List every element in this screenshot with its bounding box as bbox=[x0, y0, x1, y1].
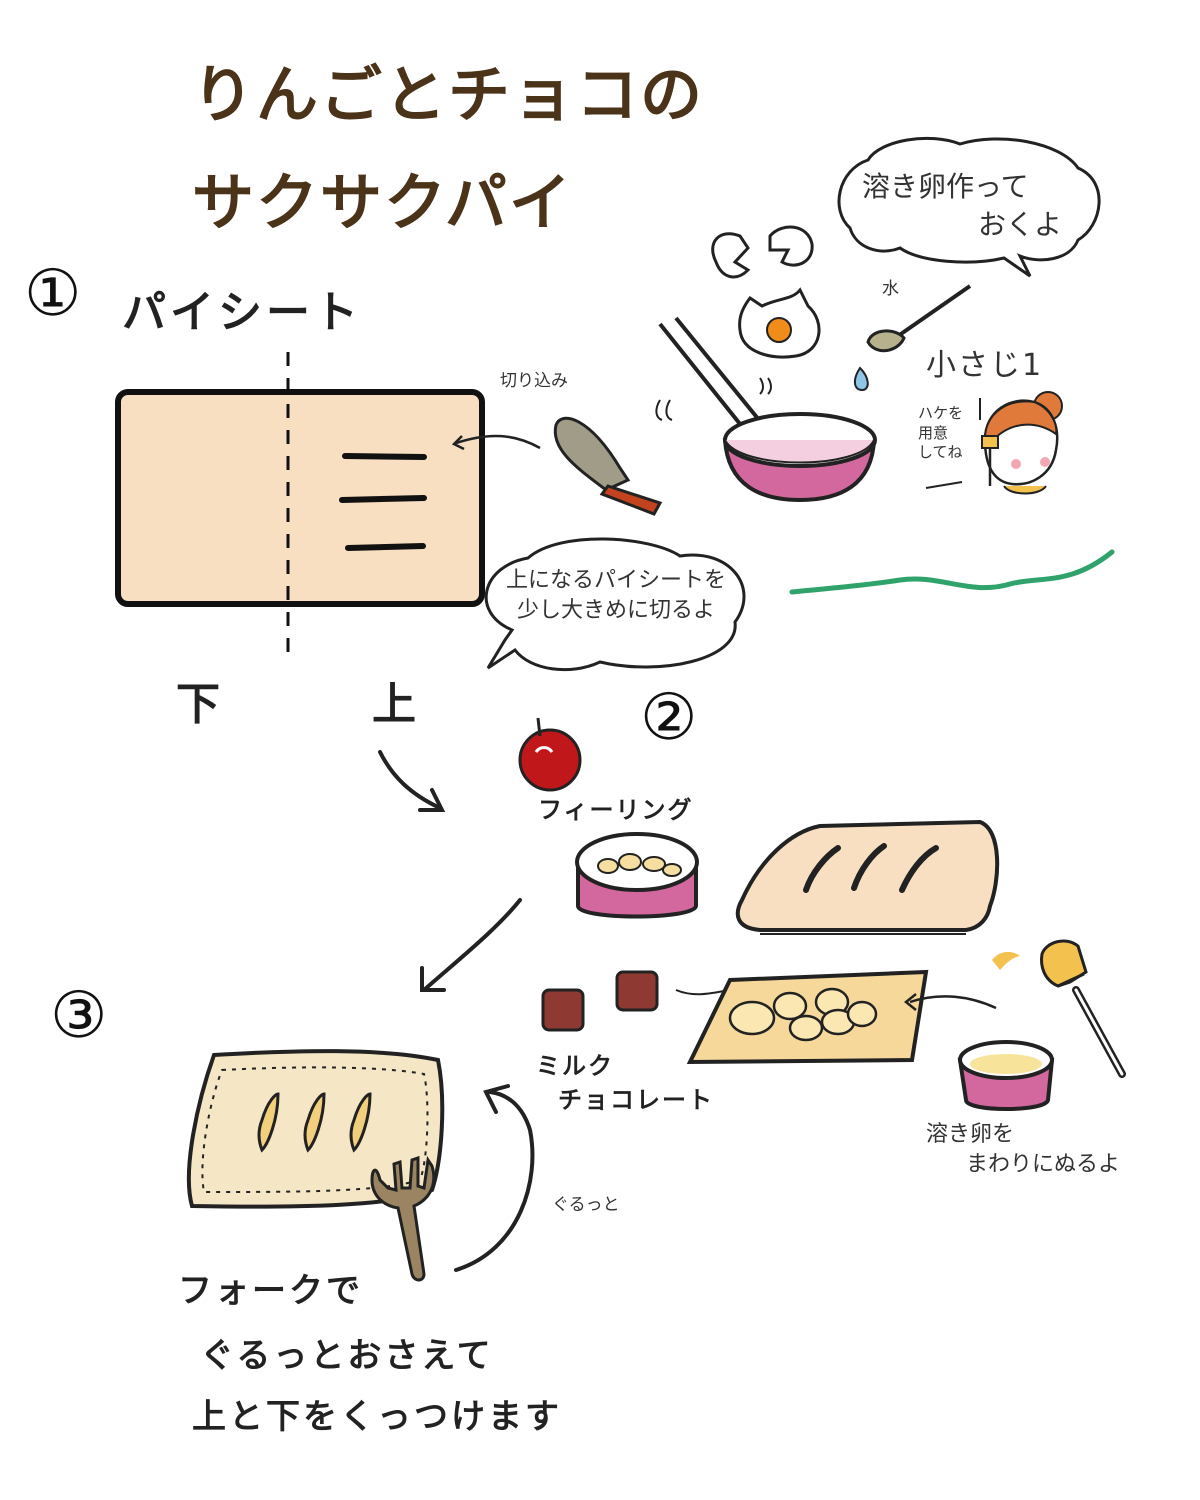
eggshell-icon bbox=[711, 225, 814, 279]
filling-bowl-icon bbox=[575, 832, 699, 919]
mixing-bowl-icon bbox=[655, 316, 877, 503]
step-3-number: ③ bbox=[50, 979, 108, 1053]
brush-note-line-2: 用意 bbox=[918, 423, 949, 442]
egg-wash-note: 溶き卵を まわりにぬるよ bbox=[926, 1120, 1120, 1179]
tip-bubble-pastry-line-1: 上になるパイシートを bbox=[506, 568, 727, 593]
chocolate-icon bbox=[541, 970, 659, 1032]
egg-icon bbox=[738, 287, 821, 359]
egg-wash-note-line-1: 溶き卵を bbox=[926, 1122, 1015, 1147]
chocolate-label-line-2: チョコレート bbox=[558, 1085, 714, 1114]
fork-icon bbox=[370, 1155, 436, 1282]
knife-icon bbox=[553, 416, 663, 516]
chocolate-label: ミルク チョコレート bbox=[536, 1050, 714, 1117]
step-3-caption: フォークで ぐるっとおさえて 上と下をくっつけます bbox=[178, 1271, 562, 1438]
brush-note: ハケを 用意 してね bbox=[918, 404, 963, 463]
cook-avatar bbox=[925, 391, 1063, 495]
water-label: 水 bbox=[882, 279, 899, 299]
step-3-caption-line-3: 上と下をくっつけます bbox=[192, 1397, 562, 1438]
step-1-number: ① bbox=[24, 257, 82, 331]
step-3-caption-line-2: ぐるっとおさえて bbox=[200, 1336, 494, 1377]
cut-slits bbox=[339, 453, 427, 551]
twist-arrow bbox=[454, 1084, 535, 1272]
chocolate-label-line-1: ミルク bbox=[536, 1052, 614, 1080]
title-line-1: りんごとチョコの bbox=[192, 58, 705, 131]
label-bottom-sheet: 下 bbox=[176, 679, 224, 730]
apple-icon bbox=[518, 717, 582, 792]
pie-sheet bbox=[115, 352, 485, 654]
tip-bubble-pastry-line-2: 少し大きめに切るよ bbox=[516, 597, 715, 623]
tip-bubble-egg-text: 溶き卵作って おくよ bbox=[862, 168, 1062, 244]
tip-bubble-pastry-text: 上になるパイシートを 少し大きめに切るよ bbox=[506, 566, 726, 625]
sealed-pie bbox=[186, 1049, 445, 1209]
tip-bubble-pastry bbox=[484, 537, 746, 672]
filling-label: フィーリング bbox=[538, 796, 694, 824]
tip-bubble-egg bbox=[837, 136, 1101, 278]
cut-label: 切り込み bbox=[500, 371, 568, 391]
flow-arrow-2 bbox=[420, 898, 522, 992]
tip-bubble-egg-line-1: 溶き卵作って bbox=[862, 170, 1029, 203]
step-2-number: ② bbox=[640, 681, 698, 755]
step-1-heading: パイシート bbox=[122, 287, 362, 338]
brush-note-line-1: ハケを bbox=[918, 404, 964, 422]
egg-wash-bowl-icon bbox=[957, 1040, 1055, 1111]
brush-note-line-3: してね bbox=[918, 443, 963, 461]
twist-label: ぐるっと bbox=[552, 1195, 620, 1215]
cut-arrow bbox=[455, 434, 541, 450]
flow-arrow-1 bbox=[378, 750, 446, 812]
egg-wash-note-line-2: まわりにぬるよ bbox=[966, 1151, 1121, 1177]
spoon-icon bbox=[854, 284, 972, 392]
label-top-sheet: 上 bbox=[372, 679, 420, 730]
decorative-wave bbox=[789, 549, 1115, 595]
bottom-pastry-with-filling bbox=[675, 969, 997, 1065]
spoon-label: 小さじ1 bbox=[926, 348, 1044, 383]
tip-bubble-egg-line-2: おくよ bbox=[977, 207, 1062, 241]
top-pastry-sheet bbox=[735, 819, 1000, 935]
title-line-2: サクサクパイ bbox=[192, 166, 573, 239]
pastry-brush-icon bbox=[992, 939, 1126, 1078]
step-3-caption-line-1: フォークで bbox=[178, 1271, 363, 1311]
